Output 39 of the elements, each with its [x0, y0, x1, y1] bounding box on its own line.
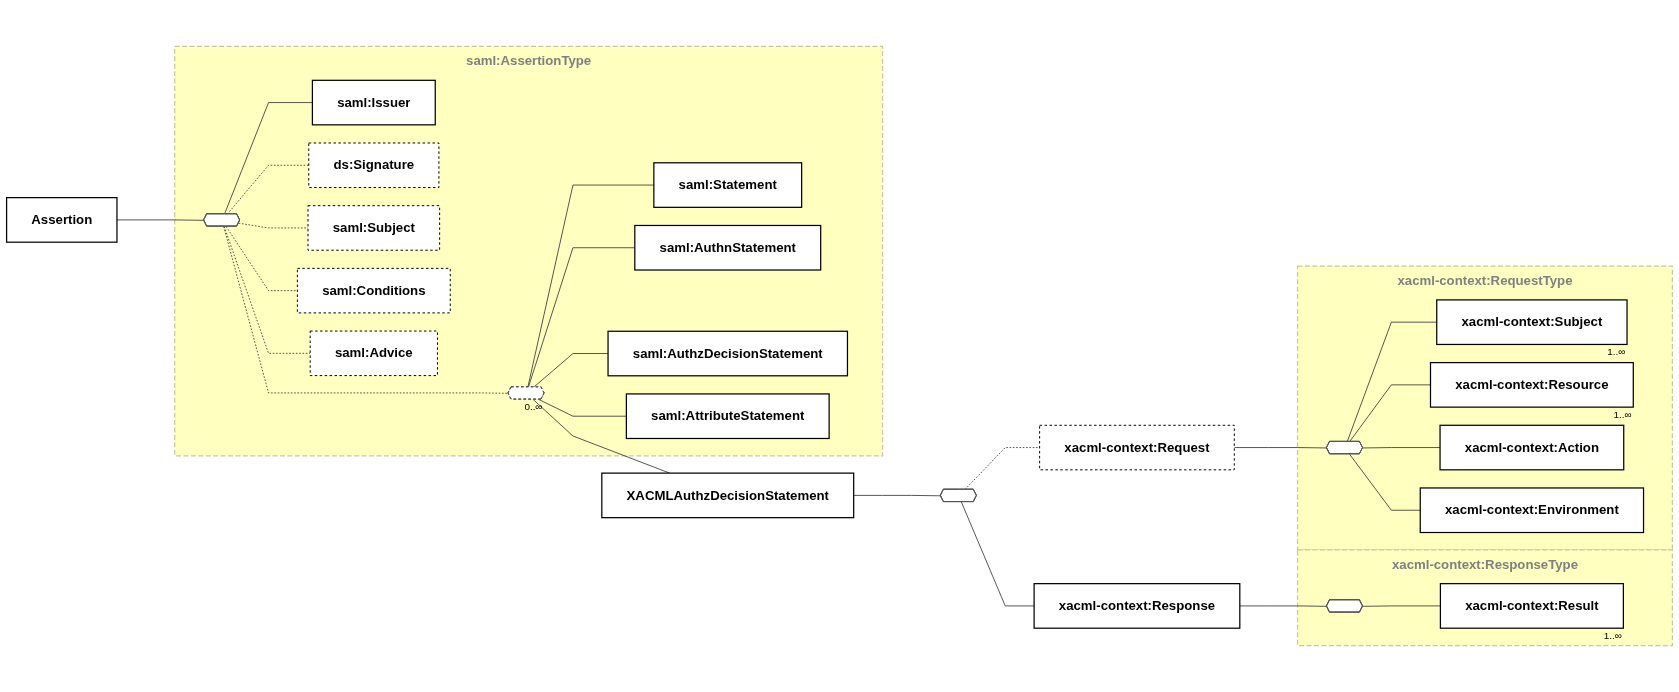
node-box: saml:Statement	[653, 162, 803, 208]
node-box: xacml-context:Request	[1039, 424, 1235, 471]
node-box: xacml-context:Response	[1033, 583, 1241, 629]
node-box: xacml-context:Resource	[1429, 362, 1634, 408]
connector	[1239, 605, 1328, 607]
connector	[960, 501, 1035, 607]
node-box: saml:Issuer	[311, 79, 436, 126]
connector	[853, 494, 942, 497]
connector	[238, 222, 309, 229]
node-box: saml:AuthnStatement	[634, 224, 822, 271]
node-box: saml:Subject	[307, 205, 441, 251]
node-box: saml:Conditions	[296, 267, 451, 314]
connector	[1349, 384, 1431, 443]
node-box: XACMLAuthzDecisionStatement	[601, 472, 855, 519]
connector	[223, 226, 509, 394]
connector	[116, 219, 205, 221]
connector	[225, 226, 298, 292]
connector	[1233, 447, 1328, 449]
occurrence-label: 1..∞	[1613, 408, 1632, 420]
occurrence-label: 1..∞	[1607, 346, 1626, 358]
node-box: saml:AuthzDecisionStatement	[607, 330, 849, 377]
connector	[538, 399, 627, 417]
occurrence-label: 0..∞	[524, 400, 543, 412]
connector	[1362, 605, 1441, 607]
connector	[1362, 447, 1441, 449]
connector	[533, 353, 609, 388]
node-box: xacml-context:Result	[1439, 583, 1624, 629]
connector	[964, 447, 1040, 491]
connector	[224, 102, 313, 215]
node-box: ds:Signature	[308, 142, 440, 189]
node-box: saml:Advice	[309, 330, 438, 377]
connector	[223, 226, 311, 354]
node-box: xacml-context:Environment	[1419, 487, 1645, 534]
occurrence-label: 1..∞	[1603, 629, 1622, 641]
node-box: Assertion	[5, 197, 118, 243]
connector	[1349, 453, 1421, 511]
node-box: xacml-context:Action	[1439, 424, 1625, 471]
node-box: xacml-context:Subject	[1436, 299, 1628, 346]
node-box: saml:AttributeStatement	[625, 393, 830, 440]
